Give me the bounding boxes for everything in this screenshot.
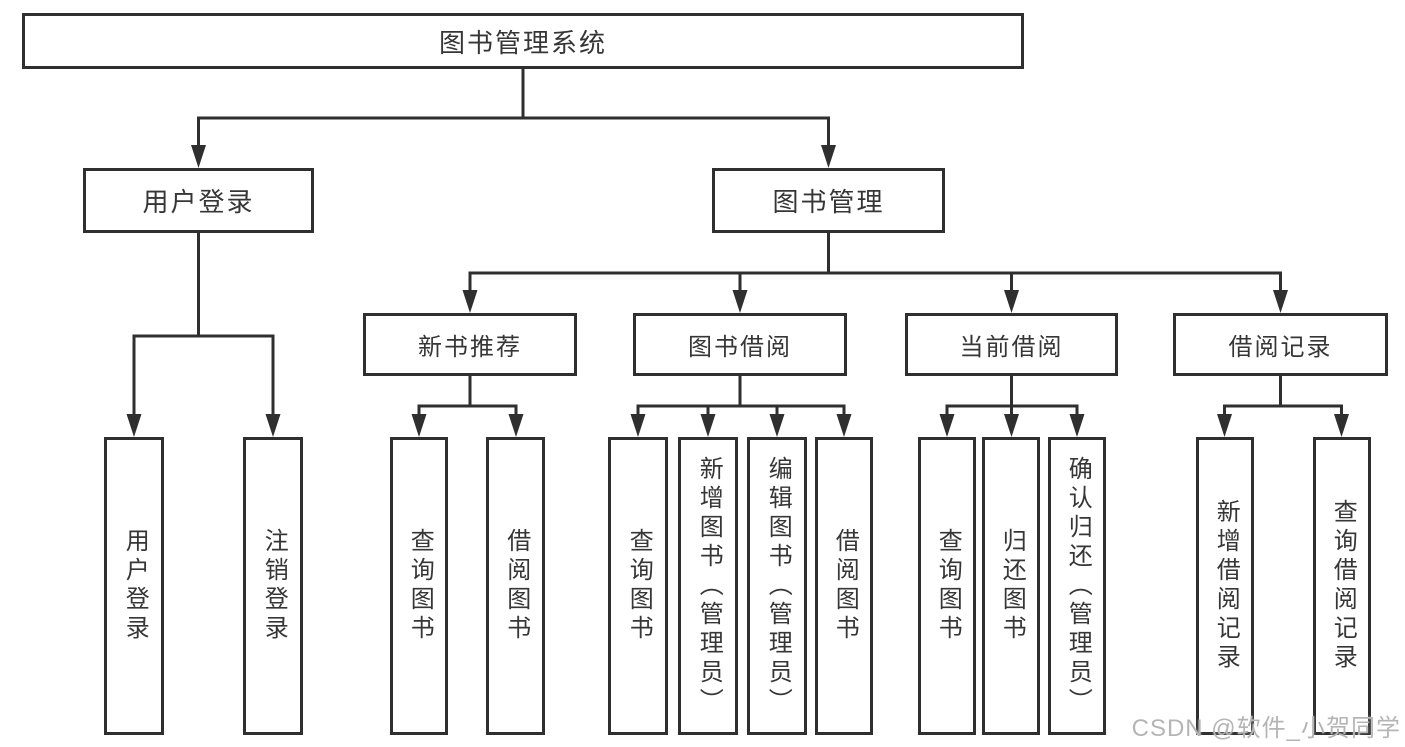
node-label: 注销登录 <box>260 528 288 644</box>
node-label: 查询图书 <box>406 528 434 644</box>
node-label: 图书借阅 <box>688 334 792 361</box>
node-leaf-return-books: 归还图书 <box>982 437 1040 735</box>
node-leaf-borrow-books-2: 借阅图书 <box>815 437 873 735</box>
node-label: 借阅记录 <box>1228 334 1333 361</box>
node-label: 新增图书（管理员） <box>695 455 723 717</box>
node-current-borrow: 当前借阅 <box>905 313 1118 376</box>
node-user-login: 用户登录 <box>83 168 314 233</box>
node-label: 图书管理系统 <box>438 27 607 58</box>
node-label: 用户登录 <box>142 187 255 217</box>
node-root-system: 图书管理系统 <box>22 13 1024 69</box>
node-leaf-user-login: 用户登录 <box>104 437 164 735</box>
node-label: 确认归还（管理员） <box>1064 455 1092 717</box>
node-label: 查询借阅记录 <box>1329 499 1357 673</box>
node-label: 新增借阅记录 <box>1212 499 1240 673</box>
node-leaf-query-books-2: 查询图书 <box>608 437 668 735</box>
node-label: 借阅图书 <box>502 528 530 644</box>
node-borrow-record: 借阅记录 <box>1173 313 1388 376</box>
node-leaf-query-books-1: 查询图书 <box>390 437 448 735</box>
node-book-borrow: 图书借阅 <box>633 313 847 376</box>
node-leaf-query-books-3: 查询图书 <box>918 437 976 735</box>
node-leaf-logout: 注销登录 <box>243 437 303 735</box>
node-leaf-confirm-return-admin: 确认归还（管理员） <box>1048 437 1106 735</box>
node-new-book-recommend: 新书推荐 <box>363 313 577 376</box>
node-book-management: 图书管理 <box>712 168 945 233</box>
node-leaf-add-borrow-record: 新增借阅记录 <box>1196 437 1254 735</box>
node-leaf-borrow-books-1: 借阅图书 <box>486 437 545 735</box>
node-label: 用户登录 <box>121 528 149 644</box>
node-leaf-query-borrow-record: 查询借阅记录 <box>1313 437 1371 735</box>
node-label: 归还图书 <box>998 528 1026 644</box>
node-leaf-edit-books-admin: 编辑图书（管理员） <box>747 437 807 735</box>
node-leaf-add-books-admin: 新增图书（管理员） <box>678 437 738 735</box>
node-label: 查询图书 <box>934 528 962 644</box>
node-label: 当前借阅 <box>959 334 1064 361</box>
node-label: 编辑图书（管理员） <box>764 455 792 717</box>
node-label: 查询图书 <box>625 528 653 644</box>
node-label: 新书推荐 <box>418 334 522 361</box>
node-label: 借阅图书 <box>831 528 859 644</box>
node-label: 图书管理 <box>772 187 885 217</box>
csdn-watermark: CSDN @软件_小贺同学 <box>1131 715 1401 742</box>
